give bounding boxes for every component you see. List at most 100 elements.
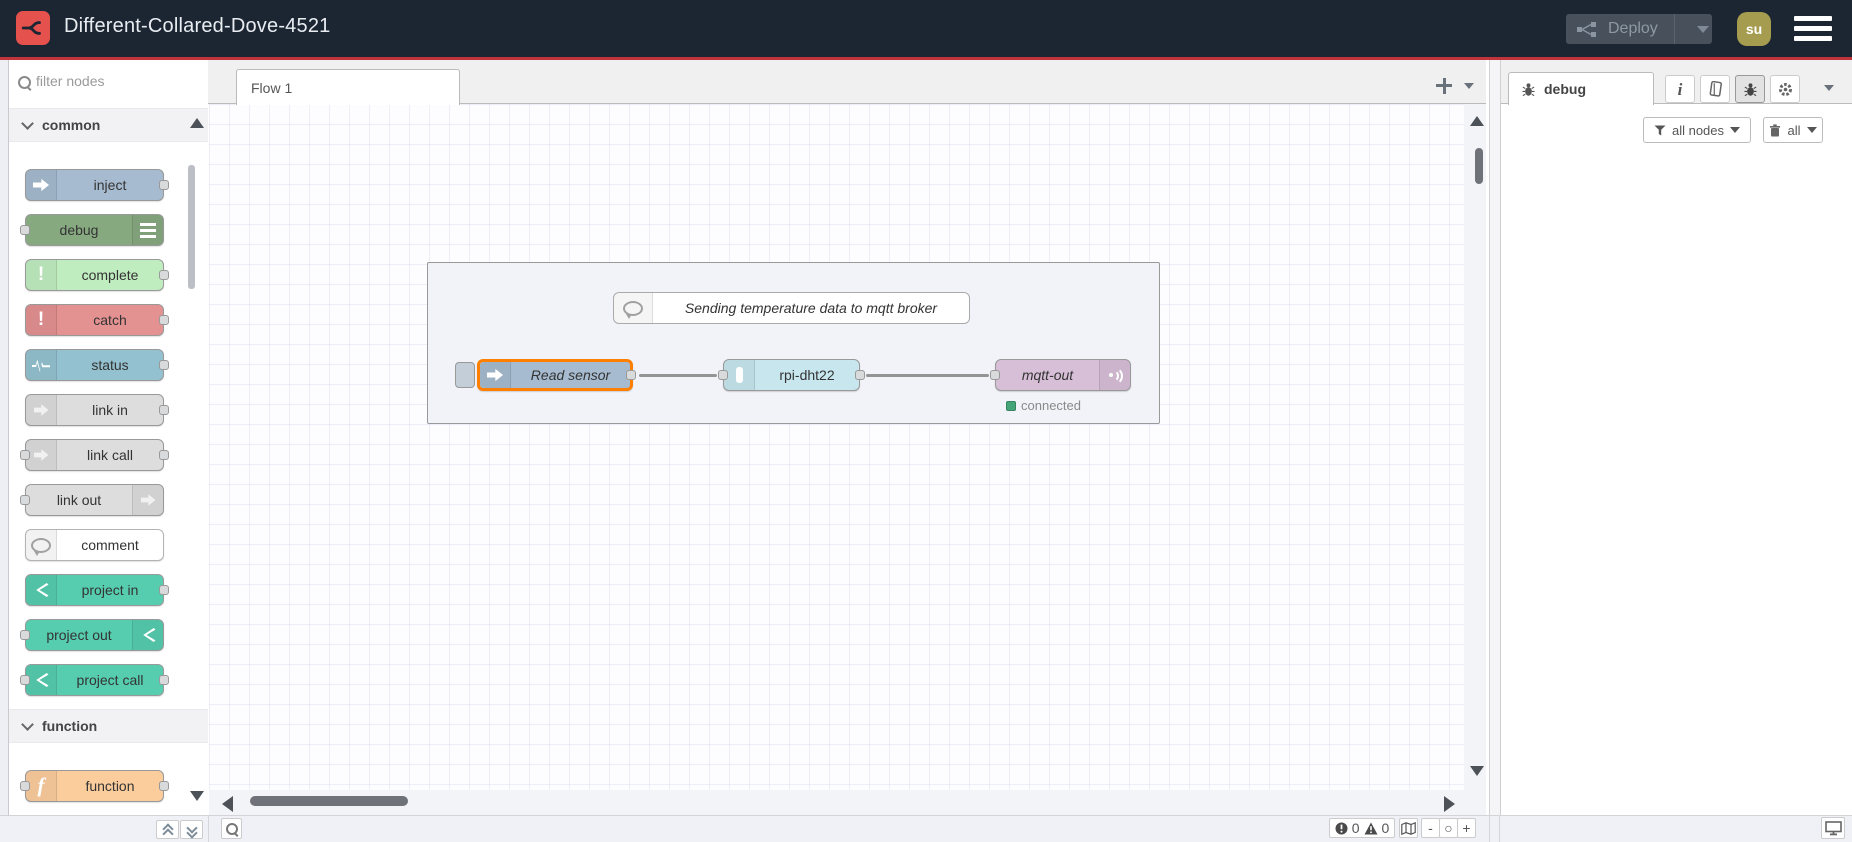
node-port-right[interactable] [159,180,169,190]
map-icon [1401,821,1416,835]
node-icon-strip [26,170,57,200]
palette-scrollbar[interactable] [188,165,195,289]
palette-node-project-out[interactable]: project out [9,619,208,651]
warning-count: 0 [1381,820,1390,836]
node-port-left[interactable] [20,450,30,460]
node-icon-strip [26,665,57,695]
palette-scroll-down-icon[interactable] [190,791,204,801]
palette-node-comment[interactable]: comment [9,529,208,561]
palette-node-function[interactable]: function [9,770,208,802]
flow-node-mqtt-out[interactable]: mqtt-out [990,359,1131,391]
inject-button[interactable] [455,362,475,388]
node-icon-strip [26,575,57,605]
deploy-options-chevron-icon[interactable] [1696,25,1709,33]
debug-tab-label: debug [1544,81,1586,97]
flow-node-rpi-dht22[interactable]: rpi-dht22 [718,359,865,391]
sidebar-separator[interactable] [1489,60,1501,842]
scroll-right-icon[interactable] [1444,796,1455,812]
flow-list-chevron-icon[interactable] [1464,83,1474,89]
node-port-right[interactable] [159,450,169,460]
palette-node-project-in[interactable]: project in [9,574,208,606]
sidebar-menu-chevron-icon[interactable] [1824,85,1834,91]
node-port-right[interactable] [159,315,169,325]
h-scrollbar[interactable] [250,796,408,806]
flow-node-read-sensor[interactable]: Read sensor [477,359,636,391]
palette-node-link-out[interactable]: link out [9,484,208,516]
palette-section-items: inject debug complete catch status link in lin… [9,142,208,696]
node-port-right[interactable] [159,405,169,415]
notification-counts[interactable]: 0 0 [1329,818,1395,838]
flow-node-label: rpi-dht22 [779,367,835,383]
palette-category-function[interactable]: function [9,709,208,743]
search-flows-button[interactable] [221,818,242,839]
arrow-icon [33,178,49,192]
palette-node-inject[interactable]: inject [9,169,208,201]
v-scrollbar[interactable] [1475,148,1483,184]
user-avatar[interactable]: su [1737,12,1771,46]
palette-node-box: function [25,770,164,802]
node-port-input[interactable] [718,370,728,380]
add-flow-button[interactable] [1432,74,1456,98]
node-icon-strip [724,360,755,390]
palette-filter-input[interactable]: filter nodes [36,73,105,89]
palette-scroll-up-icon[interactable] [190,118,204,128]
search-icon [18,76,31,89]
debug-clear-button[interactable]: all [1763,117,1823,143]
node-port-right[interactable] [159,270,169,280]
status-dot [1006,400,1016,411]
node-port-right[interactable] [159,675,169,685]
info-tab-button[interactable]: i [1665,75,1695,103]
palette-node-link-call[interactable]: link call [9,439,208,471]
node-icon-strip [1099,360,1130,390]
palette-node-project-call[interactable]: project call [9,664,208,696]
node-port-left[interactable] [20,781,30,791]
node-port-output[interactable] [855,370,865,380]
node-port-right[interactable] [159,360,169,370]
node-port-left[interactable] [20,675,30,685]
node-port-left[interactable] [20,630,30,640]
node-port-input[interactable] [990,370,1000,380]
double-chevron-up-icon [161,822,174,840]
node-port-right[interactable] [159,781,169,791]
node-port-left[interactable] [20,495,30,505]
scroll-left-icon[interactable] [222,796,233,812]
node-port-left[interactable] [20,225,30,235]
config-tab-button[interactable] [1770,75,1800,103]
main-menu-button[interactable] [1794,16,1832,42]
zoom-out-button[interactable]: - [1421,818,1440,838]
scroll-down-icon[interactable] [1470,766,1484,776]
list-icon [140,222,156,238]
deploy-button[interactable]: Deploy [1566,14,1712,44]
wire[interactable] [866,374,989,377]
event-log-button[interactable] [1821,817,1845,839]
palette-node-label: link out [56,492,102,508]
canvas[interactable]: Sending temperature data to mqtt broker … [209,104,1486,815]
wire[interactable] [639,374,717,377]
debug-tab-button[interactable] [1735,75,1765,103]
palette-node-complete[interactable]: complete [9,259,208,291]
flow-node-comment[interactable]: Sending temperature data to mqtt broker [613,292,970,324]
palette-collapse-all-button[interactable] [156,820,179,840]
debug-filter-button[interactable]: all nodes [1643,117,1751,143]
scroll-up-icon[interactable] [1470,116,1484,126]
palette-node-catch[interactable]: catch [9,304,208,336]
node-port-right[interactable] [159,585,169,595]
zoom-reset-button[interactable]: ○ [1439,818,1458,838]
book-icon [1709,81,1722,97]
palette-node-link-in[interactable]: link in [9,394,208,426]
palette-category-common[interactable]: common [9,108,208,142]
zoom-in-button[interactable]: + [1457,818,1476,838]
tab-debug[interactable]: debug [1508,72,1654,105]
navigator-button[interactable] [1399,818,1418,838]
help-tab-button[interactable] [1700,75,1730,103]
link-out-icon [140,494,156,506]
tab-flow-1[interactable]: Flow 1 [236,69,460,105]
palette-node-debug[interactable]: debug [9,214,208,246]
palette-node-status[interactable]: status [9,349,208,381]
node-port-output[interactable] [626,370,636,380]
h-scroll-track [209,790,1486,815]
flow-group[interactable] [427,262,1160,424]
node-icon-strip [480,362,511,388]
palette-expand-all-button[interactable] [180,820,203,839]
trash-icon [1770,123,1781,136]
